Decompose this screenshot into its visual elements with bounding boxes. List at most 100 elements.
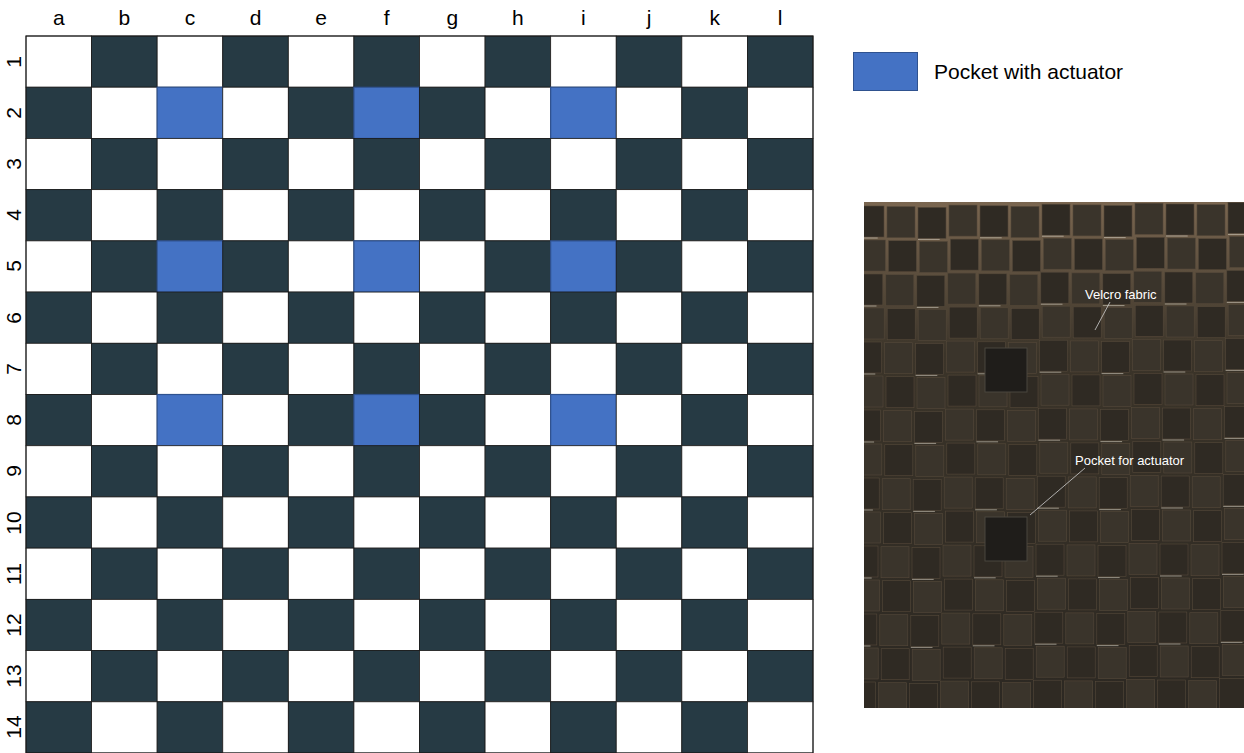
strap-tile [1162,408,1190,439]
strap-tile [1225,508,1244,539]
photo-pocket [985,348,1027,392]
strap-tile [1068,477,1096,508]
strap-gap [1099,509,1121,510]
strap-tile [1097,614,1125,645]
grid-cell [682,138,748,189]
grid-cell [485,292,551,343]
column-letter: d [250,7,262,28]
strap-tile [1223,474,1244,505]
strap-tile [1073,307,1101,338]
grid-cell [288,241,354,292]
strap-tile [1069,409,1097,440]
strap-tile [883,411,911,442]
grid-cell [551,446,617,497]
strap-tile [884,513,912,544]
grid-cell [26,292,92,343]
strap-tile [1067,647,1095,678]
strap-tile [980,308,1008,339]
strap-tile [1065,681,1093,708]
photo-group [864,202,1244,708]
grid-cell [92,241,158,292]
grid-cell [485,138,551,189]
grid-cell [420,36,486,87]
strap-tile [912,547,940,578]
strap-tile [1158,680,1186,708]
grid-cell [288,446,354,497]
grid-cell [682,241,748,292]
strap-tile [949,307,977,338]
grid-cell [92,292,158,343]
grid-cell [551,36,617,87]
strap-tile [945,409,973,440]
leader-line [1095,302,1110,330]
strap-tile [1136,237,1164,268]
strap-tile [1166,306,1194,337]
strap-tile [1165,272,1193,303]
strap-tile [916,445,944,476]
strap-tile [864,580,879,611]
grid-cell [354,343,420,394]
strap-gap [1040,372,1062,373]
grid-cell [288,36,354,87]
strap-gap [1036,576,1058,577]
grid-cell [747,87,813,138]
grid-cell [485,548,551,599]
strap-tile [1193,409,1221,440]
grid-cell [92,343,158,394]
strap-tile [1197,307,1225,338]
strap-tile [1196,375,1224,406]
strap-tile [980,206,1008,237]
strap-tile [944,579,972,610]
grid-cell [288,497,354,548]
row-number: 1 [3,56,24,68]
strap-tile [864,546,878,577]
column-letter: f [384,7,390,28]
row-number: 11 [3,563,24,585]
strap-tile [881,547,909,578]
strap-tile [981,240,1009,271]
strap-gap [1035,644,1057,645]
strap-tile [1127,679,1155,708]
strap-gap [1228,234,1244,235]
strap-gap [1100,441,1122,442]
grid-cell [682,36,748,87]
row-number: 12 [3,613,24,636]
strap-gap [912,579,934,580]
grid-cell [616,395,682,446]
row-number: 5 [3,261,24,273]
strap-tile [948,273,976,304]
row-number: 14 [3,716,24,739]
grid-cell [747,497,813,548]
strap-tile [1229,236,1244,267]
grid-cell [223,395,289,446]
strap-tile [1099,580,1127,611]
grid-cell [26,497,92,548]
strap-tile [1073,205,1101,236]
strap-gap [975,509,997,510]
grid-cell [485,702,551,753]
row-number: 6 [3,312,24,324]
strap-gap [1098,577,1120,578]
strap-tile [1006,581,1034,612]
strap-gap [1223,506,1244,507]
column-letter: c [185,7,196,28]
row-number: 8 [3,414,24,426]
grid-cell [26,446,92,497]
grid-cell [157,702,223,753]
strap-tile [1190,613,1218,644]
grid-cell [551,497,617,548]
grid-cell [223,446,289,497]
grid-cell [682,548,748,599]
strap-tile [918,309,946,340]
grid-cell [420,87,486,138]
grid-cell [551,548,617,599]
grid-cell [420,395,486,446]
grid-cell [485,190,551,241]
strap-gap [1227,302,1244,303]
grid-cell [747,599,813,650]
grid-cell [551,651,617,702]
grid-cell [354,190,420,241]
strap-tile [1159,612,1187,643]
grid-cell [747,241,813,292]
